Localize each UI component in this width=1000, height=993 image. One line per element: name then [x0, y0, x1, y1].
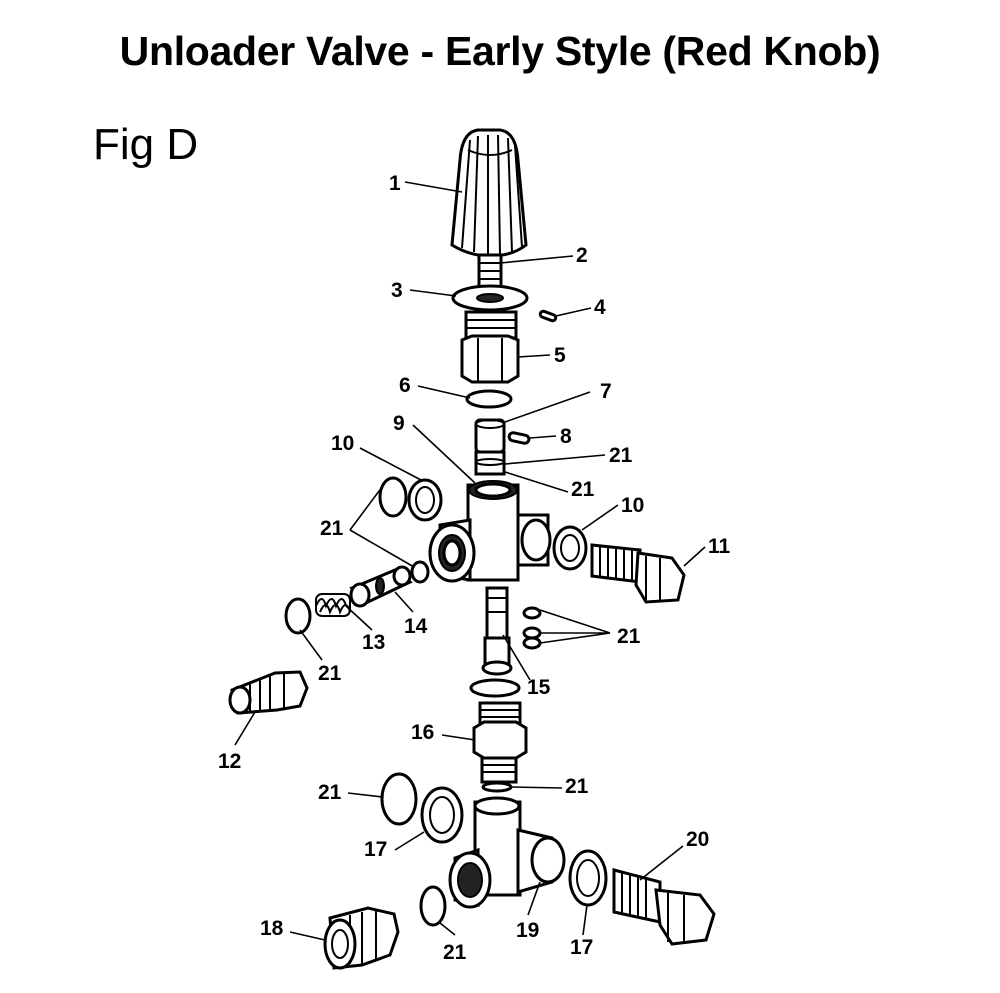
part-outlet-fitting — [323, 906, 400, 970]
part-stacked-orings — [522, 606, 542, 650]
callout-21-spring: 21 — [318, 662, 342, 685]
callout-12: 12 — [218, 750, 241, 773]
part-lower-washer-right — [568, 849, 608, 907]
part-left-oring — [284, 597, 312, 635]
part-knob — [450, 128, 528, 258]
part-small-oring — [410, 560, 430, 584]
callout-15: 15 — [527, 676, 551, 699]
part-lower-oring-left — [380, 772, 418, 826]
callout-3: 3 — [391, 279, 403, 302]
callout-21-body: 21 — [571, 478, 595, 501]
part-lower-washer-left — [420, 786, 464, 844]
callout-21-lower-left: 21 — [318, 781, 342, 804]
callout-10-left: 10 — [331, 432, 354, 455]
part-bottom-oring — [419, 885, 447, 927]
part-piston — [474, 418, 506, 454]
callout-21-nipple: 21 — [565, 775, 589, 798]
part-spring — [315, 593, 351, 617]
part-right-washer — [552, 525, 588, 571]
part-plug — [590, 543, 686, 604]
callout-5: 5 — [554, 344, 566, 367]
callout-18: 18 — [260, 917, 284, 940]
part-hex-body — [460, 310, 520, 384]
callout-2: 2 — [576, 244, 588, 267]
part-valve-piston — [349, 565, 413, 608]
callout-17-right: 17 — [570, 936, 593, 959]
callout-16: 16 — [411, 721, 434, 744]
callout-21-stack: 21 — [617, 625, 641, 648]
callout-10-right: 10 — [621, 494, 644, 517]
figure-label: Fig D — [93, 120, 199, 169]
callout-17-left: 17 — [364, 838, 387, 861]
part-piston-orings — [474, 450, 506, 476]
part-left-washers — [378, 476, 443, 522]
callout-13: 13 — [362, 631, 385, 654]
part-small-pin — [507, 431, 531, 445]
callout-21-left-pair: 21 — [320, 517, 344, 540]
callout-14: 14 — [404, 615, 428, 638]
part-valve-stem — [481, 586, 513, 676]
part-upper-body — [428, 480, 552, 583]
part-washer — [451, 284, 529, 312]
callout-21-bottom: 21 — [443, 941, 467, 964]
callout-11: 11 — [708, 535, 731, 558]
part-lower-oring-top — [481, 781, 513, 793]
part-lower-body — [448, 796, 566, 909]
part-nipple — [472, 701, 528, 784]
callout-7: 7 — [600, 380, 612, 403]
callout-9: 9 — [393, 412, 405, 435]
callout-4: 4 — [594, 296, 606, 319]
part-stem-washer — [469, 678, 521, 698]
part-inlet-fitting — [228, 670, 309, 715]
callout-1: 1 — [389, 172, 401, 195]
callout-20: 20 — [686, 828, 709, 851]
leader-lines — [234, 181, 706, 941]
part-pin — [538, 309, 558, 323]
callout-21-piston: 21 — [609, 444, 633, 467]
callout-labels: 1 2 3 4 5 6 7 8 9 10 21 21 10 11 21 14 1… — [218, 172, 731, 964]
diagram-title: Unloader Valve - Early Style (Red Knob) — [119, 28, 881, 74]
part-lower-plug — [612, 868, 716, 946]
part-seat-washer — [465, 389, 513, 409]
callout-8: 8 — [560, 425, 572, 448]
callout-19: 19 — [516, 919, 539, 942]
callout-6: 6 — [399, 374, 411, 397]
